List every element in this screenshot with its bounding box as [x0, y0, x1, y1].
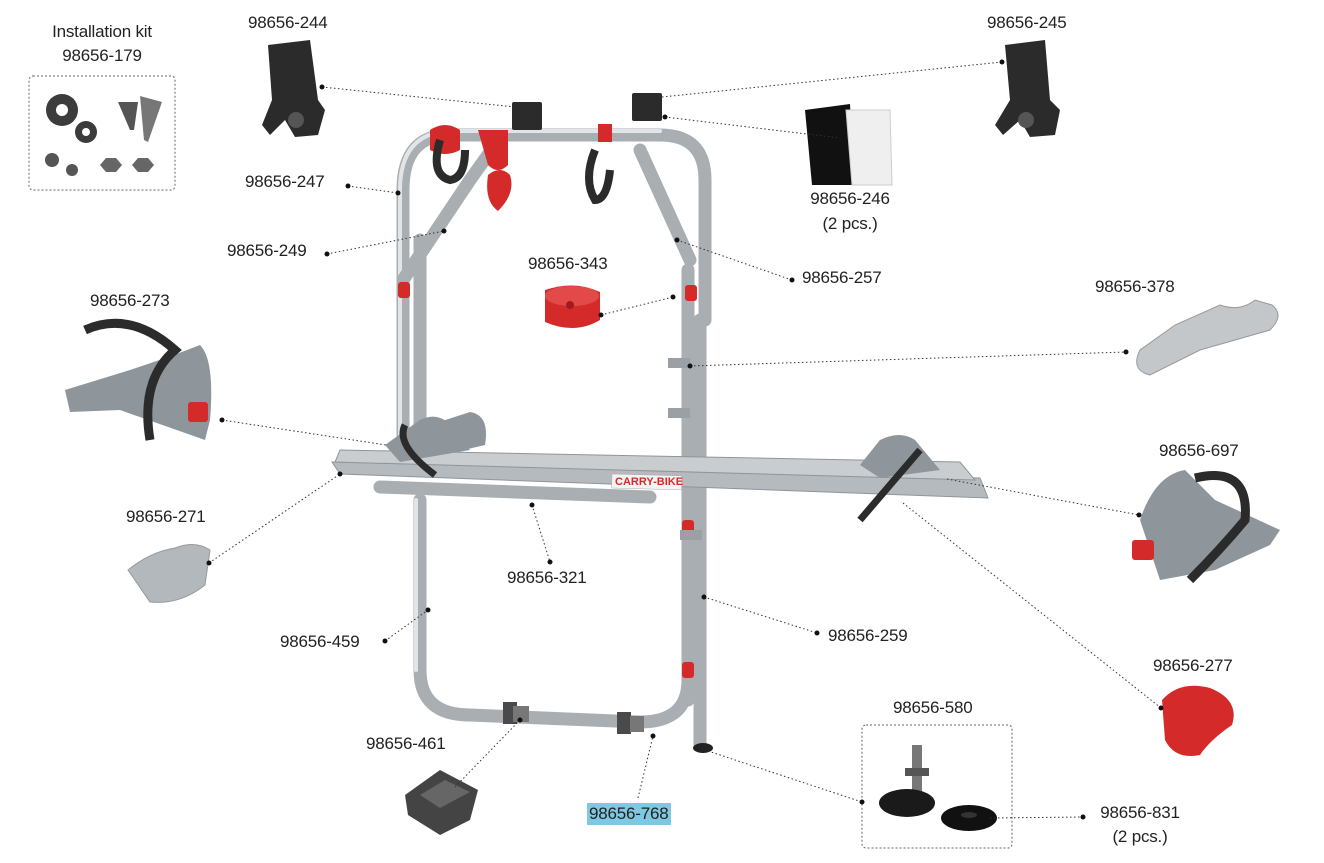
leader-dots	[206, 59, 1164, 820]
part-label-98656-259: 98656-259	[828, 626, 908, 645]
part-label-98656-321: 98656-321	[507, 568, 587, 587]
installation-kit-icons	[45, 94, 162, 176]
part-label-98656-461: 98656-461	[366, 734, 446, 753]
washer-part-831-image	[941, 805, 997, 831]
product-logo-text: CARRY-BIKE	[615, 476, 683, 488]
pads-part-246-image	[805, 104, 893, 186]
part-label-98656-768-highlighted: 98656-768	[587, 803, 671, 825]
part-label-98656-343: 98656-343	[528, 254, 608, 273]
installation-kit-box	[28, 75, 176, 191]
part-label-98656-277: 98656-277	[1153, 656, 1233, 675]
installation-kit-title: Installation kit	[52, 22, 152, 41]
part-label-98656-697: 98656-697	[1159, 441, 1239, 460]
holder-part-244-image	[262, 40, 325, 137]
part-label-98656-245: 98656-245	[987, 13, 1067, 32]
part-label-98656-271: 98656-271	[126, 507, 206, 526]
part-label-98656-247: 98656-247	[245, 172, 325, 191]
leader-lines	[208, 61, 1162, 819]
part-label-98656-257: 98656-257	[802, 268, 882, 287]
wheel-cradle-part-273-image	[65, 318, 212, 441]
part-note-98656-831: (2 pcs.)	[1112, 827, 1168, 846]
foot-kit-box	[861, 724, 1013, 849]
part-label-98656-831: 98656-831	[1100, 803, 1180, 822]
holder-part-245-image	[995, 40, 1060, 137]
red-spacer-part-343-image	[545, 285, 600, 329]
red-knob-part-277-image	[1162, 685, 1234, 756]
part-label-98656-246: 98656-246	[810, 189, 890, 208]
installation-kit-code: 98656-179	[62, 46, 142, 65]
part-label-98656-249: 98656-249	[227, 241, 307, 260]
bracket-part-461-image	[405, 770, 478, 835]
wheel-cradle-part-697-image	[1132, 470, 1280, 584]
end-cap-part-271-image	[127, 544, 211, 603]
part-label-98656-580: 98656-580	[893, 698, 973, 717]
tube-clip-part-378-image	[1136, 299, 1279, 376]
part-label-98656-459: 98656-459	[280, 632, 360, 651]
bike-rack-frame: CARRY-BIKE	[331, 93, 989, 753]
part-label-98656-273: 98656-273	[90, 291, 170, 310]
part-note-98656-246: (2 pcs.)	[822, 214, 878, 233]
part-label-98656-378: 98656-378	[1095, 277, 1175, 296]
adjustable-foot-part-580-image	[879, 745, 935, 817]
part-label-98656-244: 98656-244	[248, 13, 328, 32]
